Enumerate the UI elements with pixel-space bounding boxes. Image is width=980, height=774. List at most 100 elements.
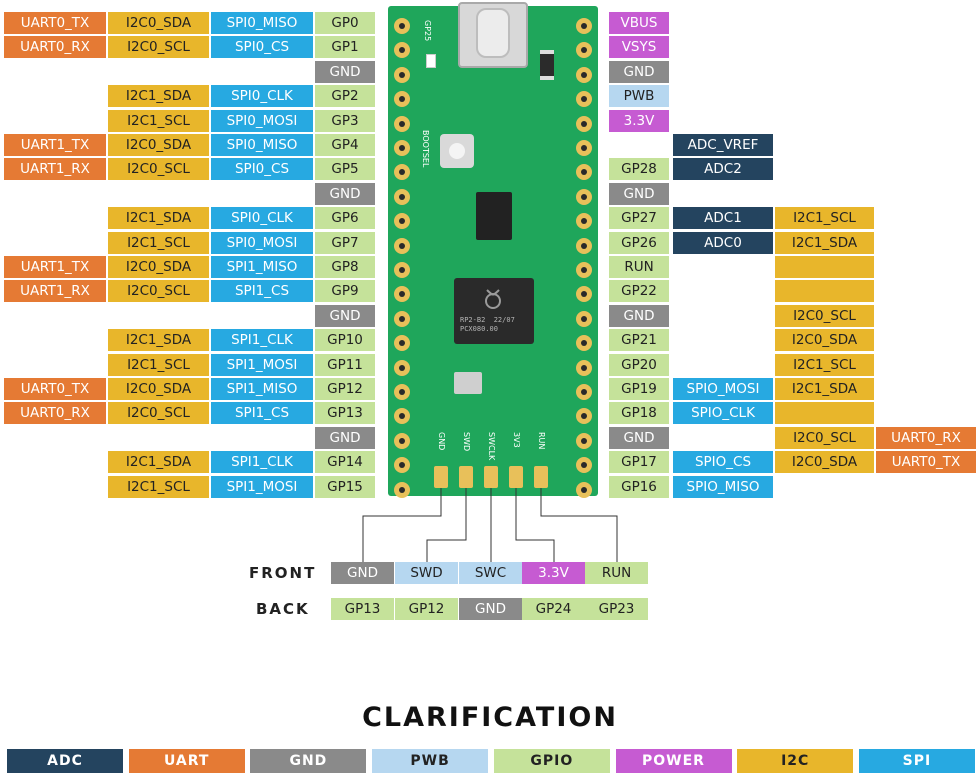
right-pin-label: I2C1_SDA (775, 231, 874, 254)
left-pin-label: UART1_TX (4, 134, 106, 156)
right-header-pad (576, 213, 592, 230)
left-pin-label: GP9 (315, 280, 375, 303)
legend-power: POWER (615, 749, 732, 773)
left-pin-label: I2C0_SDA (108, 256, 209, 278)
left-pin-label: SPI0_MOSI (211, 231, 313, 254)
left-pin-label: UART0_RX (4, 402, 106, 425)
right-pin-label: I2C1_SCL (775, 353, 874, 376)
debug-front-label: GND (331, 562, 394, 584)
right-pin-label (775, 256, 874, 278)
component-diode (540, 50, 554, 80)
right-pin-label: SPIO_CS (673, 451, 773, 474)
left-header-pad (394, 432, 410, 449)
right-pin-label: UART0_TX (876, 451, 976, 474)
left-header-pad (394, 66, 410, 83)
rp2040-chip: RP2-B2 22/07 PCX080.00 (454, 278, 534, 344)
right-pin-label: GND (609, 426, 669, 449)
right-pin-label: I2C0_SDA (775, 329, 874, 352)
right-pin-label: PWB (609, 85, 669, 108)
left-pin-label: SPI0_MISO (211, 134, 313, 156)
left-pin-label: GND (315, 304, 375, 327)
right-pin-label: GP19 (609, 378, 669, 400)
bootsel-button[interactable] (440, 134, 474, 168)
right-header-pad (576, 408, 592, 425)
left-header-pad (394, 213, 410, 230)
left-pin-label: I2C1_SDA (108, 451, 209, 474)
right-pin-label: ADC_VREF (673, 134, 773, 156)
left-pin-label: I2C0_SDA (108, 378, 209, 400)
right-pin-label: ADC1 (673, 207, 773, 230)
debug-pad (434, 466, 448, 488)
right-header-pad (576, 42, 592, 59)
left-pin-label: UART0_TX (4, 12, 106, 34)
right-pin-label: GND (609, 304, 669, 327)
left-pin-label: I2C0_SCL (108, 36, 209, 59)
left-pin-label: I2C0_SDA (108, 134, 209, 156)
legend-gpio: GPIO (493, 749, 610, 773)
left-pin-label: GP0 (315, 12, 375, 34)
right-header-pad (576, 432, 592, 449)
right-header-pad (576, 359, 592, 376)
left-pin-label: GP6 (315, 207, 375, 230)
right-pin-label: SPIO_MOSI (673, 378, 773, 400)
debug-pad (459, 466, 473, 488)
right-header-pad (576, 140, 592, 156)
left-pin-label: UART1_TX (4, 256, 106, 278)
right-pin-label: 3.3V (609, 109, 669, 132)
usb-c-connector (458, 2, 528, 68)
left-pin-label: SPI1_CS (211, 280, 313, 303)
right-header-pad (576, 310, 592, 327)
left-pin-label: UART0_RX (4, 36, 106, 59)
right-pin-label: SPIO_CLK (673, 402, 773, 425)
legend-pwb: PWB (372, 749, 489, 773)
left-pin-label: SPI0_CS (211, 36, 313, 59)
left-header-pad (394, 457, 410, 474)
right-pin-label: ADC2 (673, 158, 773, 181)
right-header-pad (576, 91, 592, 108)
right-header-pad (576, 188, 592, 205)
debug-back-label: GP12 (395, 598, 458, 620)
right-pin-label: GP16 (609, 475, 669, 498)
left-pin-label: SPI0_CS (211, 158, 313, 181)
right-pin-label: ADC0 (673, 231, 773, 254)
right-header-pad (576, 237, 592, 254)
left-header-pad (394, 335, 410, 352)
right-pin-label: SPIO_MISO (673, 475, 773, 498)
left-pin-label: SPI1_MOSI (211, 353, 313, 376)
left-pin-label: SPI1_MISO (211, 378, 313, 400)
left-pin-label: GP11 (315, 353, 375, 376)
left-header-pad (394, 310, 410, 327)
left-pin-label: SPI0_CLK (211, 85, 313, 108)
left-pin-label: SPI0_MISO (211, 12, 313, 34)
left-pin-label: GP14 (315, 451, 375, 474)
left-pin-label: SPI1_MOSI (211, 475, 313, 498)
left-pin-label: GP1 (315, 36, 375, 59)
left-pin-label: SPI1_CLK (211, 329, 313, 352)
debug-front-label: SWD (395, 562, 458, 584)
debug-front-label: SWC (459, 562, 522, 584)
left-pin-label: SPI0_MOSI (211, 109, 313, 132)
left-header-pad (394, 188, 410, 205)
left-header-pad (394, 408, 410, 425)
left-pin-label: I2C1_SCL (108, 109, 209, 132)
right-pin-label: VBUS (609, 12, 669, 34)
left-pin-label: GP8 (315, 256, 375, 278)
debug-pad (509, 466, 523, 488)
left-pin-label: GP5 (315, 158, 375, 181)
left-header-pad (394, 237, 410, 254)
right-pin-label: GP26 (609, 231, 669, 254)
debug-pad (534, 466, 548, 488)
raspberry-logo-icon (482, 286, 504, 310)
legend-i2c: I2C (737, 749, 854, 773)
left-header-pad (394, 481, 410, 498)
led (426, 54, 436, 68)
right-pin-label: I2C0_SCL (775, 426, 874, 449)
right-pin-label: I2C0_SDA (775, 451, 874, 474)
left-pin-label: GP7 (315, 231, 375, 254)
left-pin-label: GP15 (315, 475, 375, 498)
left-pin-label: I2C0_SCL (108, 158, 209, 181)
right-pin-label: GND (609, 182, 669, 205)
